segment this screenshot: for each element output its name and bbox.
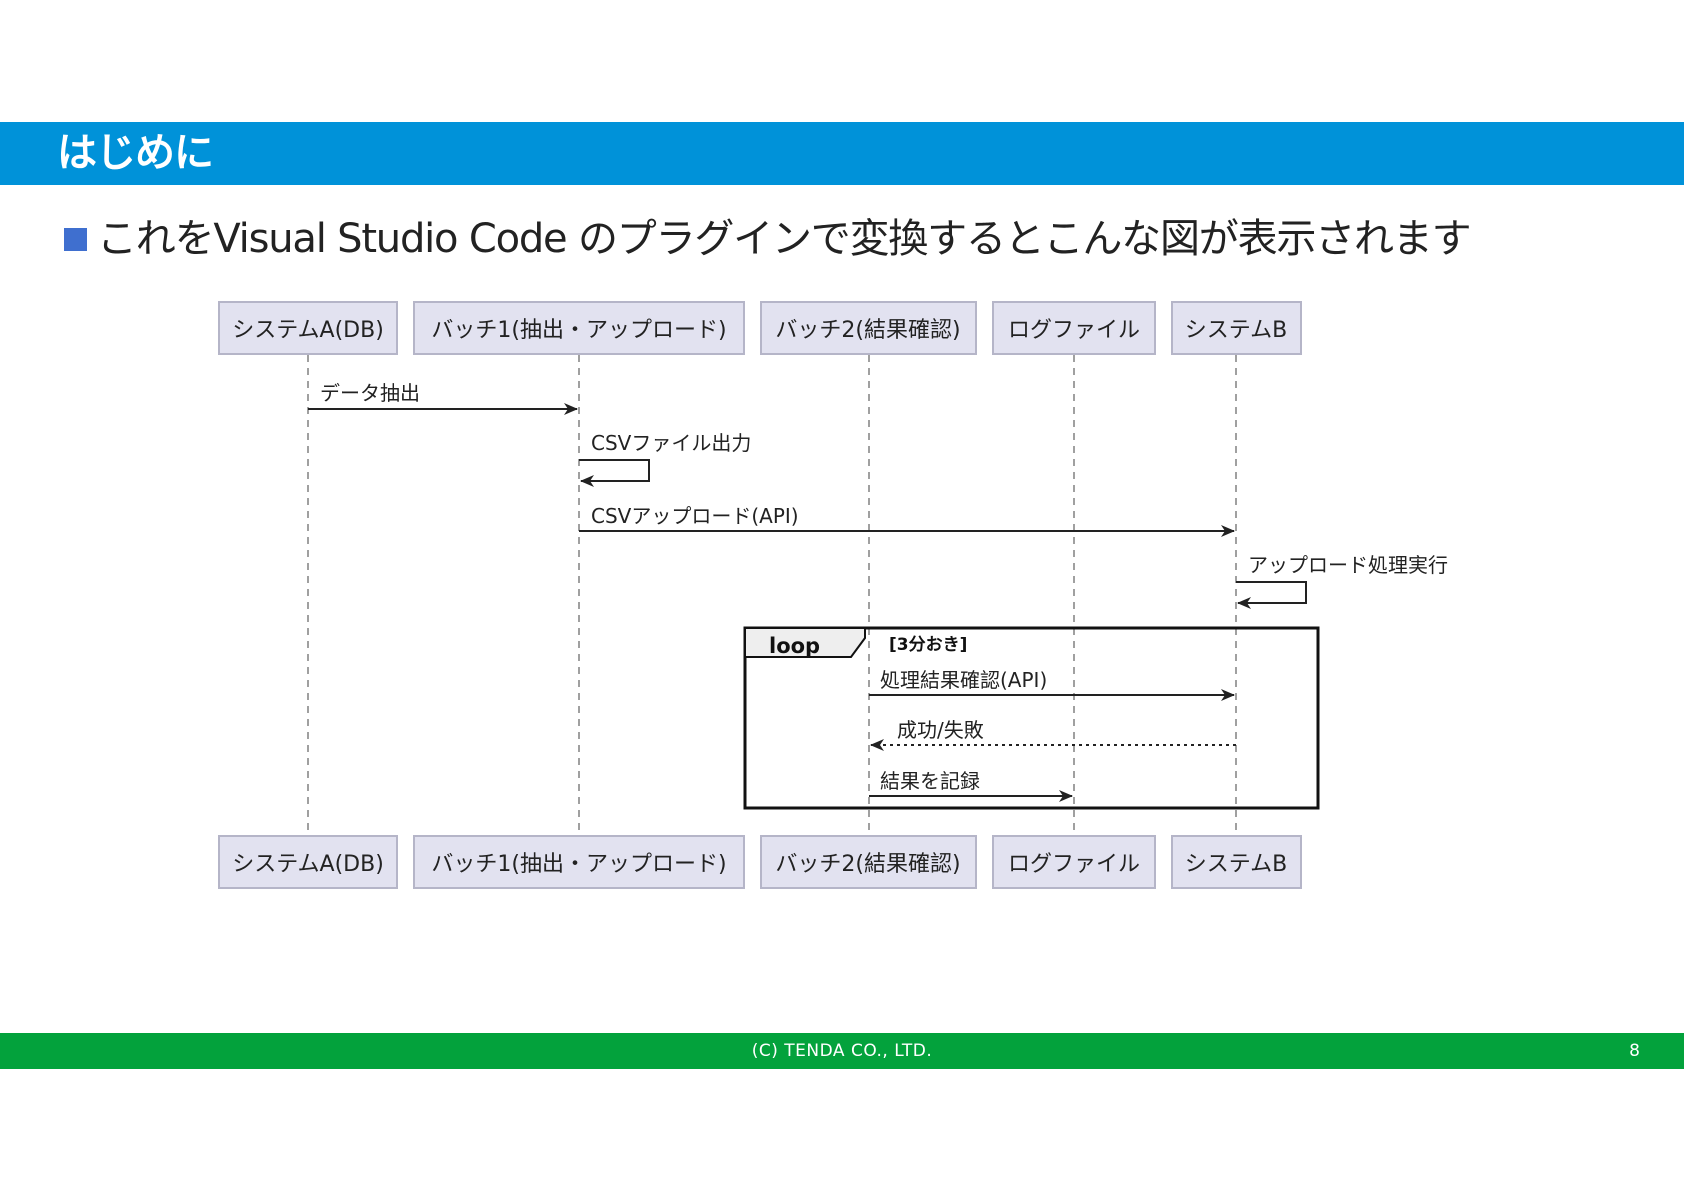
loop-frame: loop [3分おき]: [743, 626, 1320, 810]
participant-bottom-sysA-label: システムA(DB): [232, 852, 384, 877]
participant-top-sysA: システムA(DB): [218, 301, 398, 355]
participant-bottom-sysB: システムB: [1171, 835, 1302, 889]
participant-bottom-log: ログファイル: [992, 835, 1156, 889]
participant-bottom-sysA: システムA(DB): [218, 835, 398, 889]
message-success-fail-label: 成功/失敗: [897, 718, 984, 742]
participant-top-batch2: バッチ2(結果確認): [760, 301, 977, 355]
footer-bar: [0, 1033, 1684, 1069]
participant-top-batch1: バッチ1(抽出・アップロード): [413, 301, 745, 355]
message-upload-process: アップロード処理実行: [1236, 553, 1448, 609]
participant-top-sysB-label: システムB: [1185, 318, 1287, 343]
header-bar: [0, 122, 1684, 185]
message-csv-output: CSVファイル出力: [579, 431, 751, 487]
participant-top-sysA-label: システムA(DB): [232, 318, 384, 343]
message-extract: データ抽出: [308, 381, 578, 415]
footer-copyright: (C) TENDA CO., LTD.: [751, 1041, 933, 1061]
message-csv-upload-label: CSVアップロード(API): [591, 504, 799, 528]
page-number: 8: [1629, 1041, 1640, 1061]
message-csv-upload: CSVアップロード(API): [579, 504, 1235, 537]
message-extract-label: データ抽出: [320, 381, 420, 405]
message-check-result: 処理結果確認(API): [869, 668, 1235, 701]
message-record-result: 結果を記録: [869, 769, 1073, 802]
bullet-square-icon: [64, 228, 87, 251]
loop-keyword: loop: [769, 634, 820, 658]
page-title: はじめに: [57, 130, 214, 176]
message-upload-process-label: アップロード処理実行: [1248, 553, 1448, 577]
participant-top-log-label: ログファイル: [1008, 318, 1140, 343]
participant-bottom-batch1: バッチ1(抽出・アップロード): [413, 835, 745, 889]
participant-top-batch2-label: バッチ2(結果確認): [775, 318, 960, 343]
message-record-result-label: 結果を記録: [880, 769, 980, 793]
participant-top-sysB: システムB: [1171, 301, 1302, 355]
bullet-text: これをVisual Studio Code のプラグインで変換するとこんな図が表…: [97, 216, 1472, 262]
message-csv-output-label: CSVファイル出力: [591, 431, 751, 455]
message-check-result-label: 処理結果確認(API): [880, 668, 1047, 692]
participant-bottom-batch2-label: バッチ2(結果確認): [775, 852, 960, 877]
loop-condition: [3分おき]: [889, 635, 967, 655]
participant-bottom-log-label: ログファイル: [1008, 852, 1140, 877]
participant-bottom-batch2: バッチ2(結果確認): [760, 835, 977, 889]
message-success-fail: 成功/失敗: [870, 718, 1236, 751]
participant-top-batch1-label: バッチ1(抽出・アップロード): [431, 318, 726, 343]
participant-bottom-batch1-label: バッチ1(抽出・アップロード): [431, 852, 726, 877]
participant-bottom-sysB-label: システムB: [1185, 852, 1287, 877]
participant-top-log: ログファイル: [992, 301, 1156, 355]
